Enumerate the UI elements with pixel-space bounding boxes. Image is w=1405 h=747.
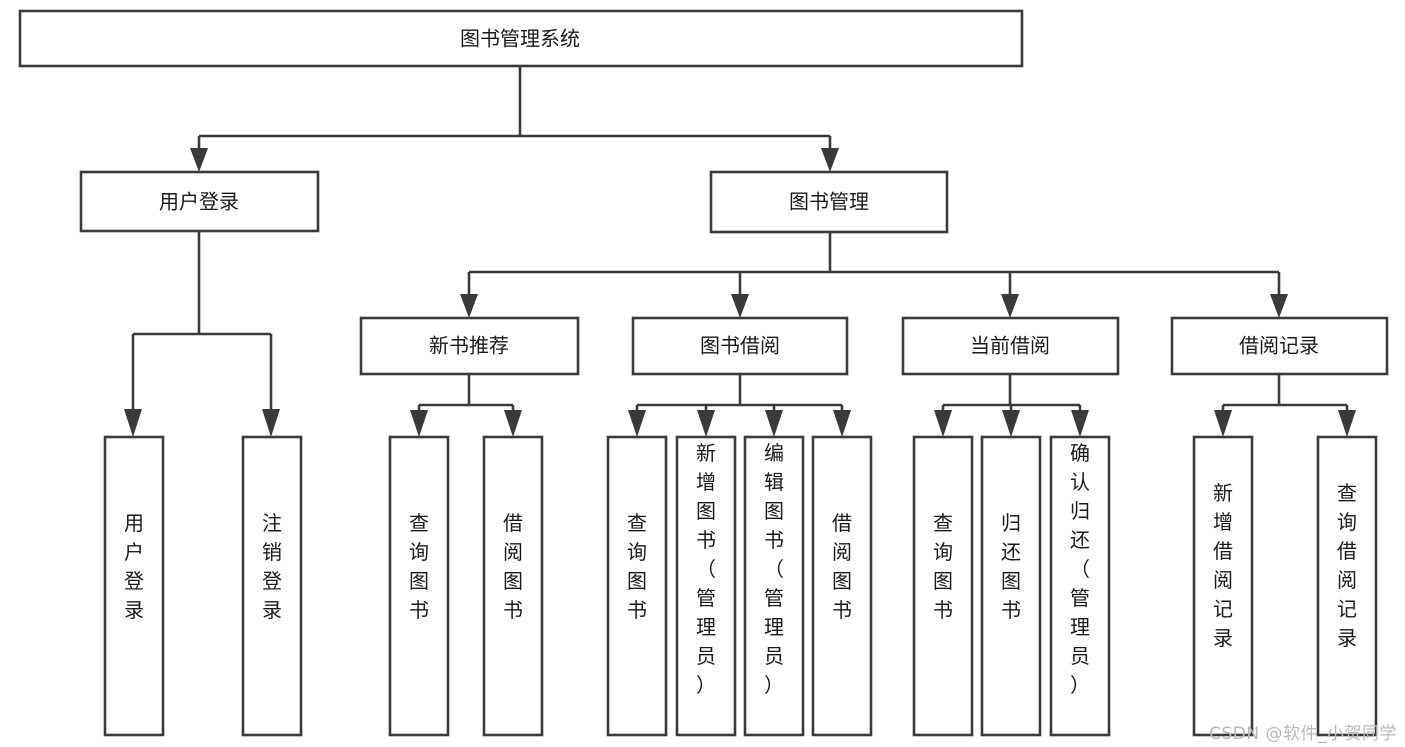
leaf-logout-box[interactable]: [241, 435, 303, 737]
leaf-bb-query-book-label: 查询图书: [627, 511, 647, 622]
leaf-cb-return-book[interactable]: 归还图书: [980, 435, 1042, 737]
leaf-cb-return-book-label: 归还图书: [1001, 511, 1021, 622]
leaf-br-add-record-label: 新增借阅记录: [1213, 481, 1233, 650]
leaf-cb-confirm-return-admin-box[interactable]: [1049, 435, 1111, 737]
node-user-login[interactable]: 用户登录: [79, 170, 320, 233]
arrowhead-leaf-logout: [262, 409, 280, 437]
node-current-borrow-label: 当前借阅: [970, 334, 1050, 358]
node-root[interactable]: 图书管理系统: [18, 9, 1024, 68]
leaf-user-login[interactable]: 用户登录: [103, 435, 165, 737]
node-user-login-label: 用户登录: [159, 190, 239, 214]
node-root-box[interactable]: [18, 9, 1024, 68]
arrowhead-current-borrow: [1001, 294, 1019, 318]
leaf-cb-query-book-box[interactable]: [912, 435, 974, 737]
leaf-bb-edit-book-admin[interactable]: 编辑图书（管理员）: [743, 435, 805, 737]
node-user-login-box[interactable]: [79, 170, 320, 233]
node-borrow-record-label: 借阅记录: [1239, 334, 1319, 358]
arrowhead-leaf-user-login: [124, 409, 142, 437]
csdn-watermark: CSDN @软件_小贺同学: [1209, 724, 1397, 744]
arrowhead-br-leaf2: [1338, 410, 1356, 437]
leaf-newbook-query-book[interactable]: 查询图书: [388, 435, 450, 737]
node-borrow-record[interactable]: 借阅记录: [1170, 316, 1389, 376]
arrowhead-new-book: [460, 294, 478, 318]
leaf-br-add-record[interactable]: 新增借阅记录: [1192, 435, 1254, 737]
node-new-book-recommend[interactable]: 新书推荐: [359, 316, 580, 376]
arrowhead-br-leaf1: [1214, 410, 1232, 437]
leaf-logout[interactable]: 注销登录: [241, 435, 303, 737]
arrowhead-cb-leaf2: [1002, 410, 1020, 437]
leaf-newbook-query-book-box[interactable]: [388, 435, 450, 737]
node-book-management[interactable]: 图书管理: [709, 170, 949, 234]
leaf-cb-query-book[interactable]: 查询图书: [912, 435, 974, 737]
leaf-br-query-record-box[interactable]: [1316, 435, 1378, 737]
arrowhead-borrow-record: [1270, 294, 1288, 318]
node-book-management-box[interactable]: [709, 170, 949, 234]
leaf-newbook-query-book-label: 查询图书: [409, 511, 429, 622]
leaf-newbook-borrow-book-box[interactable]: [482, 435, 544, 737]
arrowhead-book-mgmt: [821, 148, 839, 172]
leaf-bb-add-book-admin-label: 新增图书（管理员）: [696, 441, 716, 697]
leaf-bb-add-book-admin[interactable]: 新增图书（管理员）: [675, 435, 737, 737]
node-current-borrow-box[interactable]: [901, 316, 1120, 376]
node-borrow-record-box[interactable]: [1170, 316, 1389, 376]
node-book-borrow-box[interactable]: [631, 316, 849, 376]
node-book-management-label: 图书管理: [789, 190, 869, 214]
leaf-bb-query-book-box[interactable]: [606, 435, 668, 737]
connector-layer: [124, 66, 1356, 437]
node-new-book-recommend-label: 新书推荐: [429, 334, 509, 358]
node-current-borrow[interactable]: 当前借阅: [901, 316, 1120, 376]
arrowhead-cb-leaf1: [934, 410, 952, 437]
arrowhead-bb-leaf2: [697, 410, 715, 437]
node-book-borrow[interactable]: 图书借阅: [631, 316, 849, 376]
arrowhead-bb-leaf4: [833, 410, 851, 437]
leaf-br-add-record-box[interactable]: [1192, 435, 1254, 737]
leaf-bb-borrow-book[interactable]: 借阅图书: [811, 435, 873, 737]
arrowhead-bb-leaf3: [765, 410, 783, 437]
leaf-user-login-box[interactable]: [103, 435, 165, 737]
node-new-book-recommend-box[interactable]: [359, 316, 580, 376]
leaf-user-login-label: 用户登录: [124, 511, 144, 622]
arrowhead-bb-leaf1: [628, 410, 646, 437]
leaf-bb-edit-book-admin-label: 编辑图书（管理员）: [764, 441, 784, 697]
node-root-label: 图书管理系统: [460, 27, 580, 51]
leaf-logout-label: 注销登录: [262, 511, 282, 622]
leaf-bb-query-book[interactable]: 查询图书: [606, 435, 668, 737]
leaf-bb-add-book-admin-box[interactable]: [675, 435, 737, 737]
leaf-bb-borrow-book-box[interactable]: [811, 435, 873, 737]
leaf-cb-confirm-return-admin[interactable]: 确认归还（管理员）: [1049, 435, 1111, 737]
node-book-borrow-label: 图书借阅: [700, 334, 780, 358]
arrowhead-newbook-leaf1: [410, 410, 428, 437]
leaf-bb-edit-book-admin-box[interactable]: [743, 435, 805, 737]
arrowhead-newbook-leaf2: [504, 410, 522, 437]
leaf-cb-query-book-label: 查询图书: [933, 511, 953, 622]
arrowhead-user-login: [190, 148, 208, 172]
arrowhead-cb-leaf3: [1071, 410, 1089, 437]
leaf-br-query-record[interactable]: 查询借阅记录: [1316, 435, 1378, 737]
leaf-bb-borrow-book-label: 借阅图书: [832, 511, 852, 622]
arrowhead-book-borrow: [731, 294, 749, 318]
leaf-br-query-record-label: 查询借阅记录: [1337, 481, 1357, 650]
leaf-newbook-borrow-book[interactable]: 借阅图书: [482, 435, 544, 737]
leaf-cb-confirm-return-admin-label: 确认归还（管理员）: [1070, 441, 1090, 697]
leaf-cb-return-book-box[interactable]: [980, 435, 1042, 737]
leaf-newbook-borrow-book-label: 借阅图书: [503, 511, 523, 622]
